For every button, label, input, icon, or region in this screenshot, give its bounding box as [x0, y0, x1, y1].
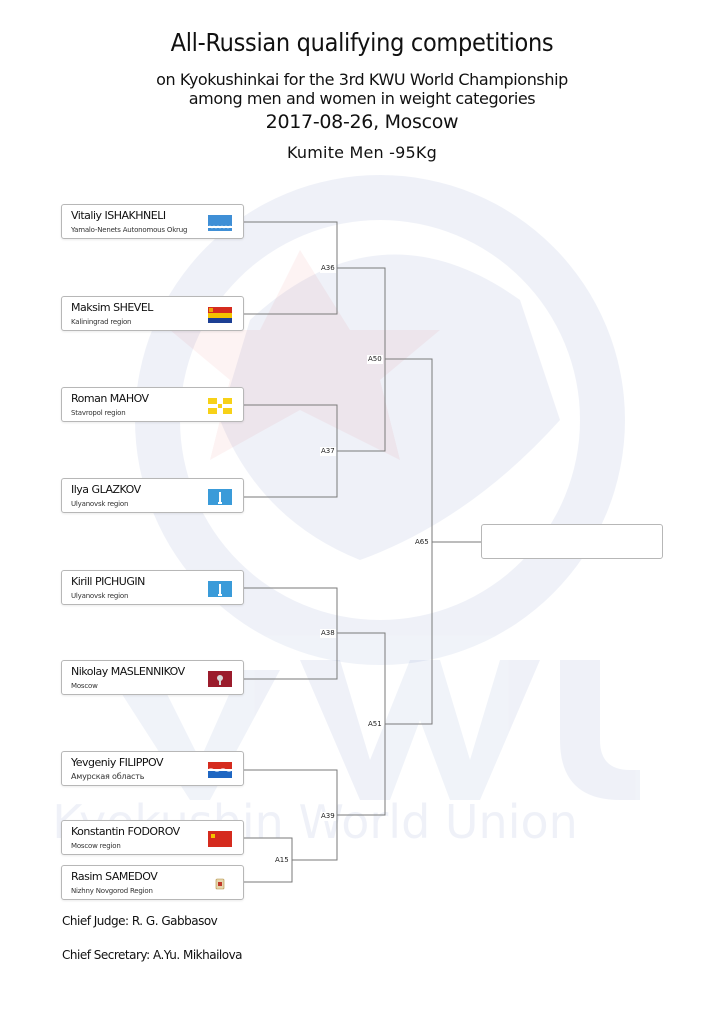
ulyanovsk-flag-icon: [208, 489, 232, 505]
competitor-region: Yamalo-Nenets Autonomous Okrug: [71, 226, 188, 234]
chief-secretary: Chief Secretary: A.Yu. Mikhailova: [62, 948, 243, 962]
moscow-region-flag-icon: [208, 831, 232, 847]
competitor-region: Ulyanovsk region: [71, 500, 129, 508]
competitor-region: Ulyanovsk region: [71, 592, 129, 600]
competitor-name: Vitaliy ISHAKHNELI: [71, 209, 166, 222]
kaliningrad-flag-icon: [208, 307, 232, 323]
competitor-region: Moscow: [71, 682, 98, 690]
competitor-name: Rasim SAMEDOV: [71, 870, 158, 883]
competitor-region: Амурская область: [71, 772, 145, 781]
competitor-name: Roman MAHOV: [71, 392, 149, 405]
competitor-card[interactable]: Maksim SHEVEL Kaliningrad region: [61, 296, 244, 331]
competitor-card[interactable]: Roman MAHOV Stavropol region: [61, 387, 244, 422]
competitor-region: Nizhny Novgorod Region: [71, 887, 153, 895]
competitor-card[interactable]: Konstantin FODOROV Moscow region: [61, 820, 244, 855]
match-label-a38: A38: [320, 629, 336, 638]
match-label-a37: A37: [320, 447, 336, 456]
competitor-name: Kirill PICHUGIN: [71, 575, 145, 588]
yamalo-nenets-flag-icon: [208, 215, 232, 231]
competitor-card[interactable]: Yevgeniy FILIPPOV Амурская область: [61, 751, 244, 786]
competitor-name: Maksim SHEVEL: [71, 301, 153, 314]
competitor-region: Stavropol region: [71, 409, 126, 417]
nizhny-novgorod-flag-icon: [208, 876, 232, 892]
chief-judge: Chief Judge: R. G. Gabbasov: [62, 914, 218, 928]
competitor-name: Yevgeniy FILIPPOV: [71, 756, 164, 769]
match-label-a15: A15: [274, 856, 290, 865]
match-label-a36: A36: [320, 264, 336, 273]
ulyanovsk-flag-icon: [208, 581, 232, 597]
match-label-a65: A65: [414, 538, 430, 547]
competitor-region: Moscow region: [71, 842, 121, 850]
competitor-name: Nikolay MASLENNIKOV: [71, 665, 185, 678]
stavropol-flag-icon: [208, 398, 232, 414]
date-place: 2017-08-26, Moscow: [265, 111, 459, 133]
winner-card[interactable]: [481, 524, 663, 559]
competitor-region: Kaliningrad region: [71, 318, 132, 326]
match-label-a50: A50: [367, 355, 383, 364]
competitor-name: Ilya GLAZKOV: [71, 483, 141, 496]
competitor-card[interactable]: Ilya GLAZKOV Ulyanovsk region: [61, 478, 244, 513]
competitor-name: Konstantin FODOROV: [71, 825, 180, 838]
amur-flag-icon: [208, 762, 232, 778]
category-title: Kumite Men -95Kg: [287, 143, 437, 162]
competitor-card[interactable]: Nikolay MASLENNIKOV Moscow: [61, 660, 244, 695]
match-label-a39: A39: [320, 812, 336, 821]
competitor-card[interactable]: Rasim SAMEDOV Nizhny Novgorod Region: [61, 865, 244, 900]
competitor-card[interactable]: Kirill PICHUGIN Ulyanovsk region: [61, 570, 244, 605]
match-label-a51: A51: [367, 720, 383, 729]
subtitle-line-1: on Kyokushinkai for the 3rd KWU World Ch…: [156, 70, 568, 89]
subtitle-line-2: among men and women in weight categories: [188, 89, 536, 108]
moscow-flag-icon: [208, 671, 232, 687]
page-title: All-Russian qualifying competitions: [170, 28, 554, 57]
competitor-card[interactable]: Vitaliy ISHAKHNELI Yamalo-Nenets Autonom…: [61, 204, 244, 239]
